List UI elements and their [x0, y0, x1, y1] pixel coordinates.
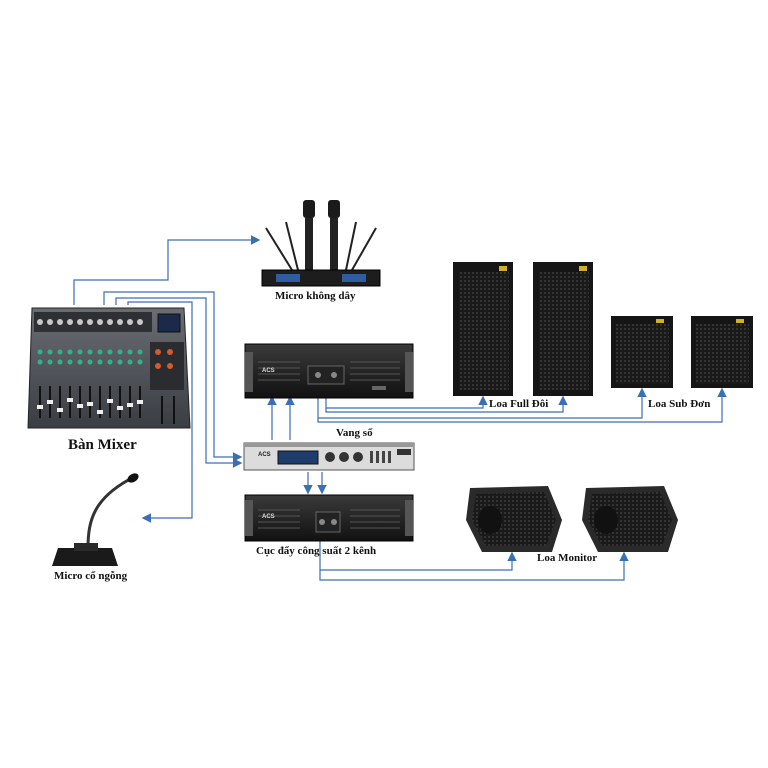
line-mixer-to-processor-2 — [115, 297, 243, 468]
line-amp-to-full-2 — [325, 395, 568, 413]
bottom-amp-brand-badge: ACS — [262, 514, 275, 520]
mixer-label: Bàn Mixer — [68, 437, 137, 453]
sub-speakers-label: Loa Sub Đơn — [648, 398, 711, 410]
monitor-speakers-label: Loa Monitor — [537, 552, 598, 564]
full-speaker-right — [533, 262, 593, 396]
full-speakers-label: Loa Full Đôi — [489, 398, 549, 410]
top-power-amp-device — [244, 343, 414, 399]
sub-speaker-right — [691, 316, 753, 388]
connection-lines — [73, 235, 727, 581]
line-amp-to-sub-1 — [317, 387, 647, 419]
bottom-power-amp-device — [244, 494, 414, 542]
line-amp-to-monitor-1 — [319, 540, 517, 571]
processor-device — [243, 442, 415, 471]
line-mixer-to-wireless-mic — [73, 235, 261, 305]
line-mixer-to-gooseneck — [127, 301, 193, 523]
line-amp-to-sub-2 — [317, 387, 727, 423]
sub-speaker-left — [611, 316, 673, 388]
wireless-mic-device — [261, 200, 381, 287]
gooseneck-mic-device — [52, 473, 139, 566]
gooseneck-mic-label: Micro cổ ngỗng — [54, 570, 128, 582]
wireless-mic-label: Micro không dây — [275, 290, 356, 302]
mixer-device — [27, 307, 191, 429]
full-speaker-left — [453, 262, 513, 396]
monitor-speaker-right — [582, 486, 678, 552]
top-amp-brand-badge: ACS — [262, 368, 275, 374]
processor-label: Vang số — [336, 427, 373, 439]
line-amp-to-full-1 — [325, 395, 488, 409]
line-amp-to-monitor-2 — [319, 551, 629, 581]
line-mixer-to-processor-1 — [103, 291, 243, 462]
processor-brand-badge: ACS — [258, 452, 271, 458]
monitor-speaker-left — [466, 486, 562, 552]
power-amp-label: Cục đẩy công suất 2 kênh — [256, 545, 377, 557]
